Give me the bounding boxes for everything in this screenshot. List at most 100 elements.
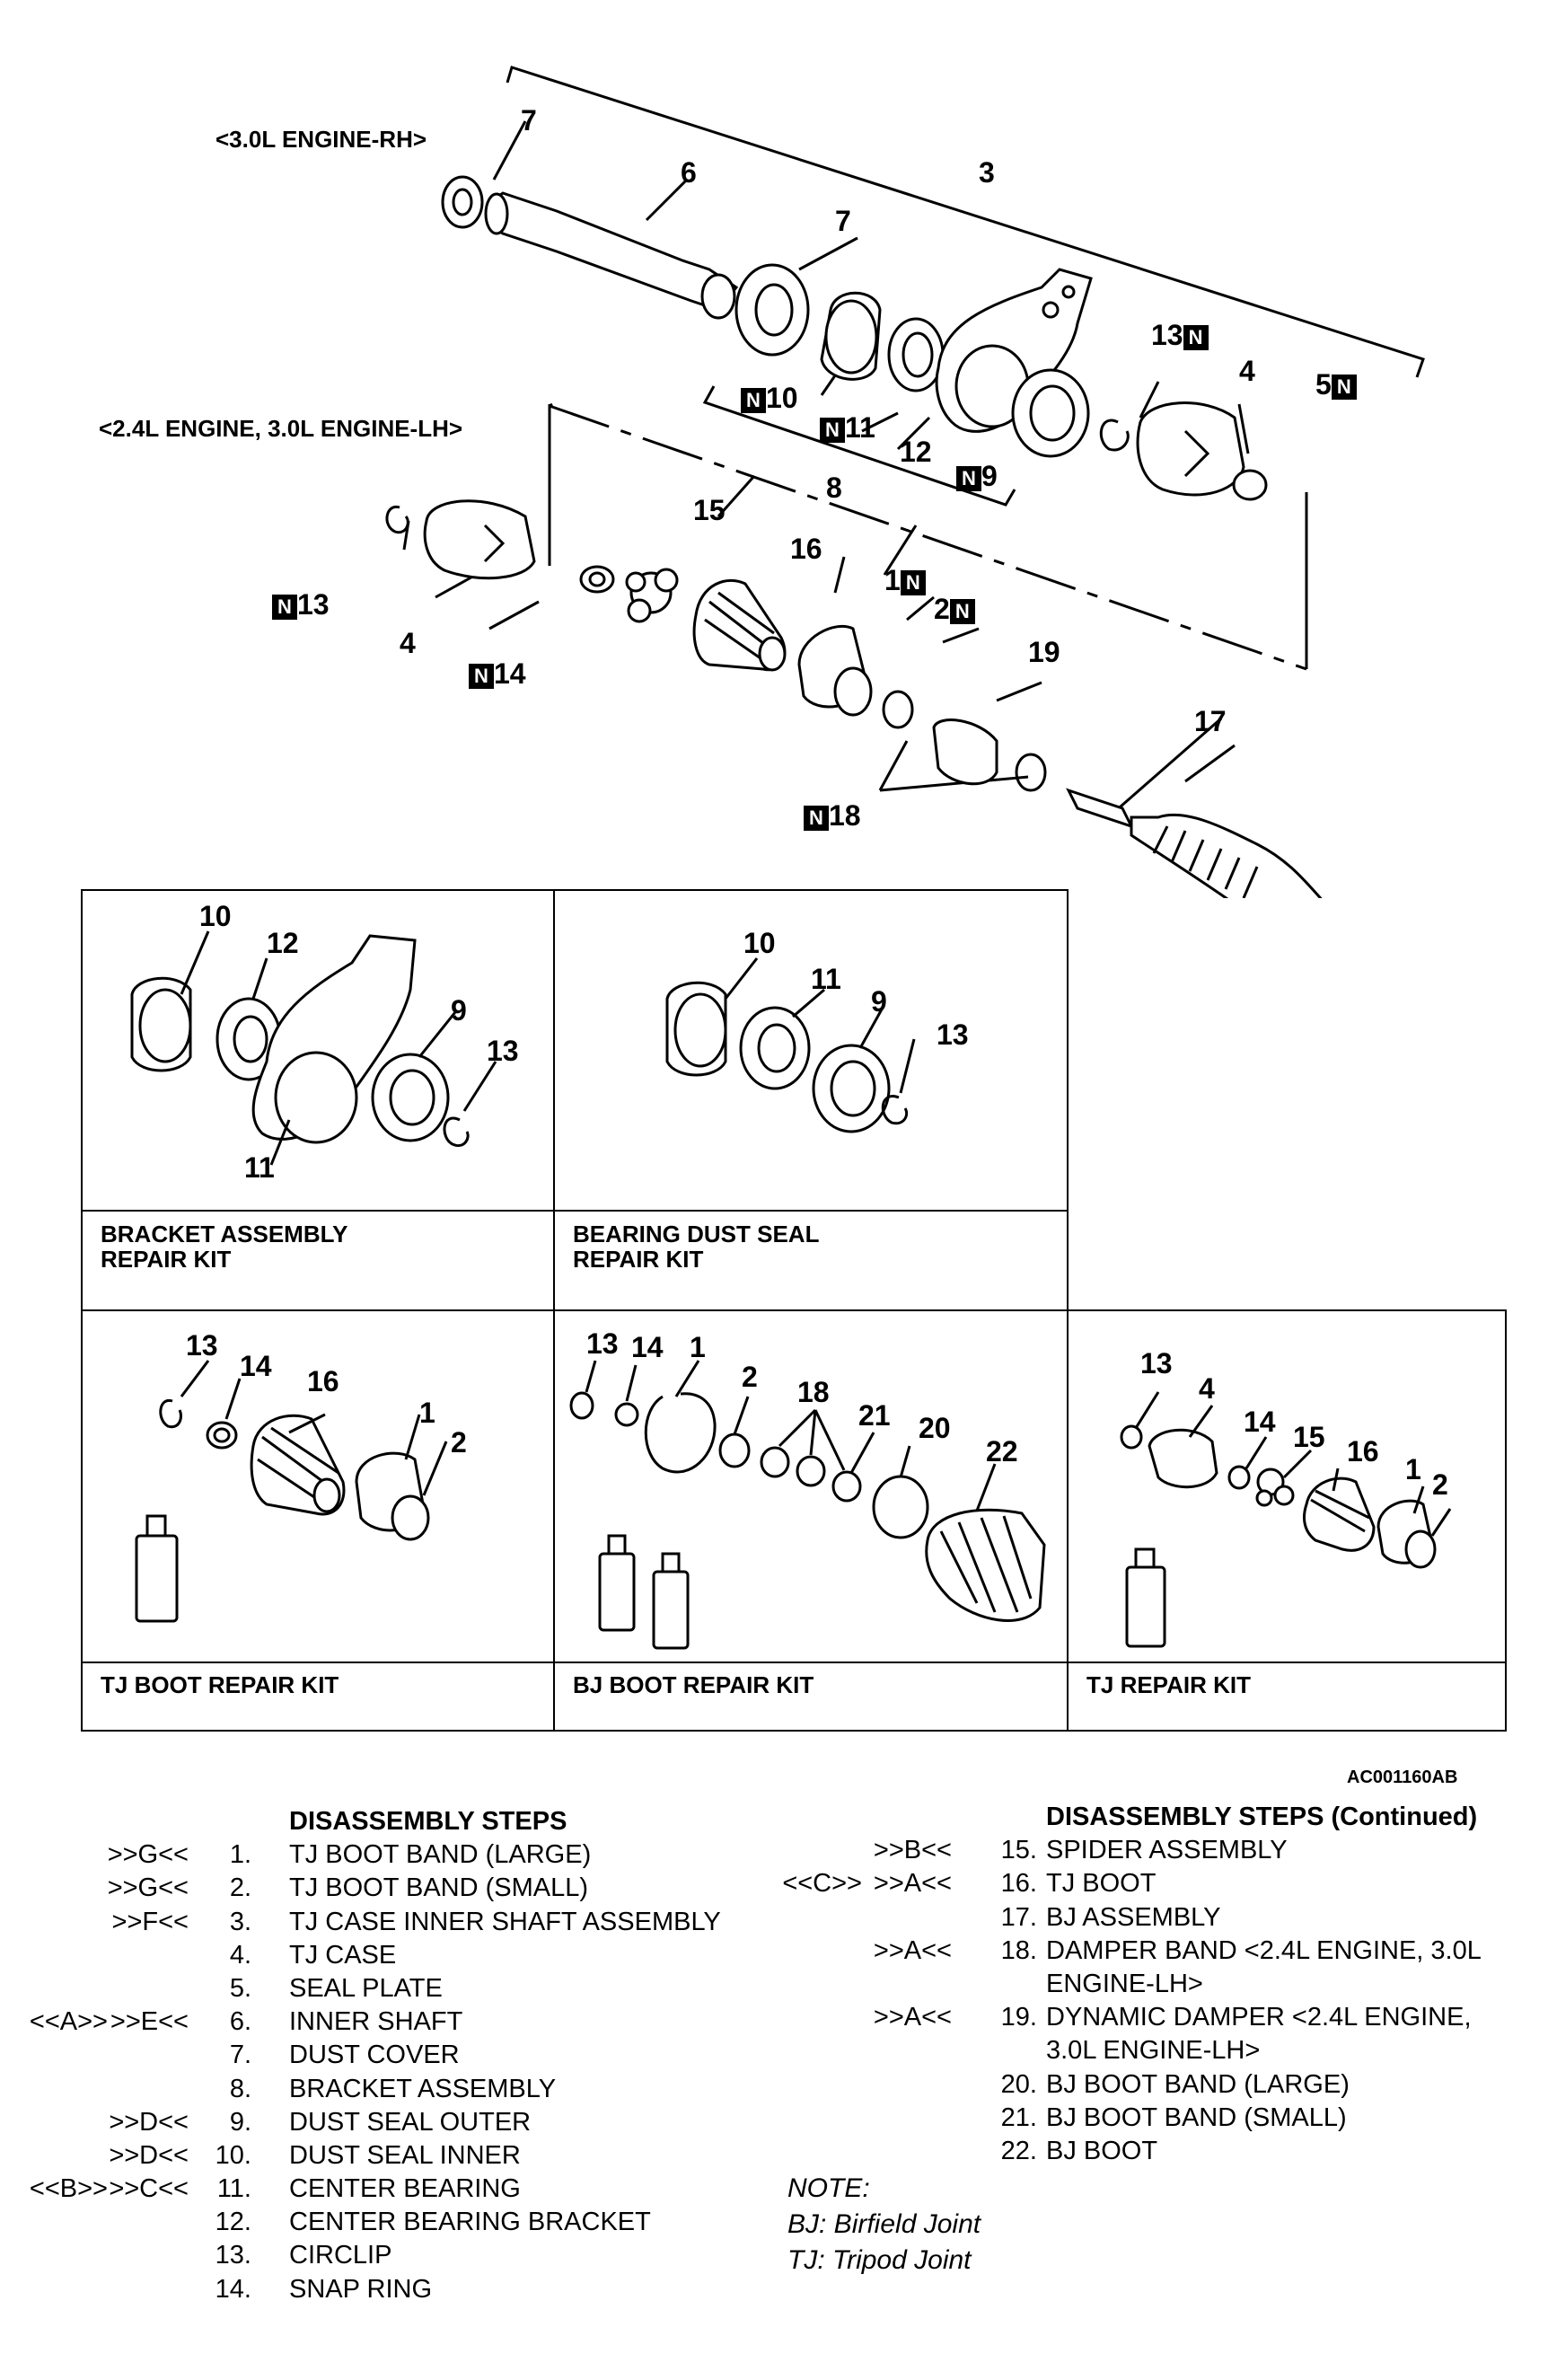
- kit4-callout-22: 22: [986, 1435, 1018, 1468]
- kit3-callout-1: 1: [419, 1397, 435, 1429]
- kit4-callout-14: 14: [631, 1331, 664, 1363]
- kit1-callout-12: 12: [267, 927, 299, 959]
- new-part-marker: N: [820, 417, 845, 443]
- step-tag-primary: <<C>>: [782, 1869, 862, 1899]
- callout-12: 12: [900, 436, 932, 468]
- step-number: 20.: [1000, 2069, 1037, 2099]
- step-number: 11.: [216, 2174, 251, 2204]
- spider-assembly-part: [625, 568, 679, 623]
- seal-plate-part: [1232, 469, 1268, 501]
- step-row: 4.TJ CASE: [27, 1939, 781, 1972]
- step-text: CENTER BEARING BRACKET: [289, 2208, 651, 2237]
- step-text: DUST COVER: [289, 2041, 460, 2070]
- tj-case-rh-part: [1136, 401, 1245, 497]
- note-line-bj: BJ: Birfield Joint: [787, 2209, 981, 2239]
- step-text: CIRCLIP: [289, 2241, 392, 2270]
- step-row: >>G<<2.TJ BOOT BAND (SMALL): [27, 1872, 781, 1905]
- kit1-callout-9: 9: [451, 994, 467, 1027]
- step-tag-primary: <<B>>: [29, 2174, 108, 2204]
- step-tag-secondary: >>E<<: [110, 2007, 189, 2037]
- step-row: 7. DUST COVER: [27, 2039, 781, 2072]
- step-number: 10.: [215, 2140, 251, 2170]
- kit-bracket-assembly: 10 12 9 13 11 BRACKET ASSEMBLY REPAIR KI…: [81, 889, 555, 1311]
- step-text: TJ CASE: [289, 1940, 397, 1970]
- tj-boot-band-large-part: [797, 624, 873, 717]
- kit5-callout-16: 16: [1347, 1435, 1379, 1468]
- kit-tj-boot-illustration: [135, 1360, 448, 1623]
- step-text: TJ BOOT: [1046, 1869, 1157, 1899]
- new-part-marker: N: [469, 663, 494, 689]
- step-tag-secondary: >>G<<: [107, 1840, 189, 1870]
- step-tag-secondary: >>C<<: [109, 2174, 189, 2204]
- step-text: DAMPER BAND <2.4L ENGINE, 3.0L: [1046, 1935, 1482, 1965]
- center-bearing-bracket-part: [935, 268, 1093, 433]
- callout-8: 8: [826, 472, 842, 504]
- new-part-marker: N: [804, 805, 829, 831]
- steps-left: DISASSEMBLY STEPS >>G<<1.TJ BOOT BAND (L…: [27, 1805, 781, 2306]
- step-tag-secondary: >>A<<: [873, 2003, 952, 2032]
- step-text: DYNAMIC DAMPER <2.4L ENGINE,: [1046, 2003, 1472, 2032]
- callout-6: 6: [681, 156, 697, 189]
- kit4-callout-2: 2: [742, 1361, 758, 1393]
- step-number: 2.: [229, 1873, 251, 1903]
- step-row: >>F<<3.TJ CASE INNER SHAFT ASSEMBLY: [27, 1906, 781, 1939]
- header-3.0l-rh: <3.0L ENGINE-RH>: [215, 126, 427, 153]
- kit2-label: BEARING DUST SEAL REPAIR KIT: [573, 1221, 820, 1273]
- step-number: 12.: [215, 2208, 251, 2237]
- step-text: BRACKET ASSEMBLY: [289, 2074, 557, 2103]
- kit2-callout-11: 11: [811, 963, 841, 995]
- kit3-callout-14: 14: [240, 1350, 272, 1382]
- step-row: ENGINE-LH>: [781, 1968, 1526, 2001]
- step-row: 20. BJ BOOT BAND (LARGE): [781, 2068, 1526, 2102]
- step-number: 14.: [215, 2274, 251, 2304]
- kit4-callout-18: 18: [797, 1376, 830, 1408]
- note-line-tj: TJ: Tripod Joint: [787, 2245, 972, 2275]
- callout-17: 17: [1194, 705, 1227, 737]
- step-row: >>D<<9.DUST SEAL OUTER: [27, 2106, 781, 2139]
- step-number: 15.: [1000, 1836, 1037, 1865]
- step-number: 16.: [1000, 1869, 1037, 1899]
- step-number: 7.: [229, 2041, 251, 2070]
- circlip-lh-part: [385, 505, 409, 534]
- bj-assembly-part: [1066, 788, 1323, 898]
- callout-4-lh: 4: [400, 627, 416, 659]
- step-row: 13.CIRCLIP: [27, 2239, 781, 2272]
- step-row: 14. SNAP RING: [27, 2273, 781, 2306]
- kit4-callout-21: 21: [858, 1399, 891, 1432]
- bracket-line-8: [702, 385, 1016, 507]
- note-title: NOTE:: [787, 2173, 870, 2203]
- step-number: 3.: [229, 1907, 251, 1936]
- step-text: 3.0L ENGINE-LH>: [1046, 2036, 1261, 2066]
- step-number: 8.: [229, 2074, 251, 2103]
- step-number: 9.: [229, 2107, 251, 2137]
- center-bearing-part: [887, 317, 945, 392]
- step-text: BJ BOOT BAND (LARGE): [1046, 2069, 1350, 2099]
- step-text: CENTER BEARING: [289, 2174, 521, 2204]
- kit-bj-boot-illustration: [569, 1360, 1046, 1650]
- dynamic-damper-part: [932, 718, 998, 786]
- step-text: SEAL PLATE: [289, 1973, 443, 2003]
- callout-7-mid: 7: [835, 205, 851, 237]
- step-text: SNAP RING: [289, 2274, 433, 2304]
- header-2.4l-lh: <2.4L ENGINE, 3.0L ENGINE-LH>: [99, 415, 463, 442]
- step-number: 17.: [1000, 1902, 1037, 1932]
- step-row: >>G<<1.TJ BOOT BAND (LARGE): [27, 1838, 781, 1872]
- kit-tj-repair: 13 4 14 15 16 1 2 TJ REPAIR KIT: [1067, 1309, 1507, 1732]
- steps-right: DISASSEMBLY STEPS (Continued) >>B<<15.SP…: [781, 1801, 1526, 2168]
- callout-16: 16: [790, 533, 822, 565]
- tj-case-lh-part: [423, 499, 536, 580]
- callout-15: 15: [693, 494, 726, 526]
- inner-shaft-part: [441, 175, 739, 320]
- step-number: 21.: [1000, 2102, 1037, 2132]
- step-text: TJ BOOT BAND (LARGE): [289, 1840, 592, 1870]
- kit5-label: TJ REPAIR KIT: [1086, 1671, 1251, 1698]
- kit-tj-repair-illustration: [1120, 1391, 1452, 1648]
- step-text: SPIDER ASSEMBLY: [1046, 1836, 1288, 1865]
